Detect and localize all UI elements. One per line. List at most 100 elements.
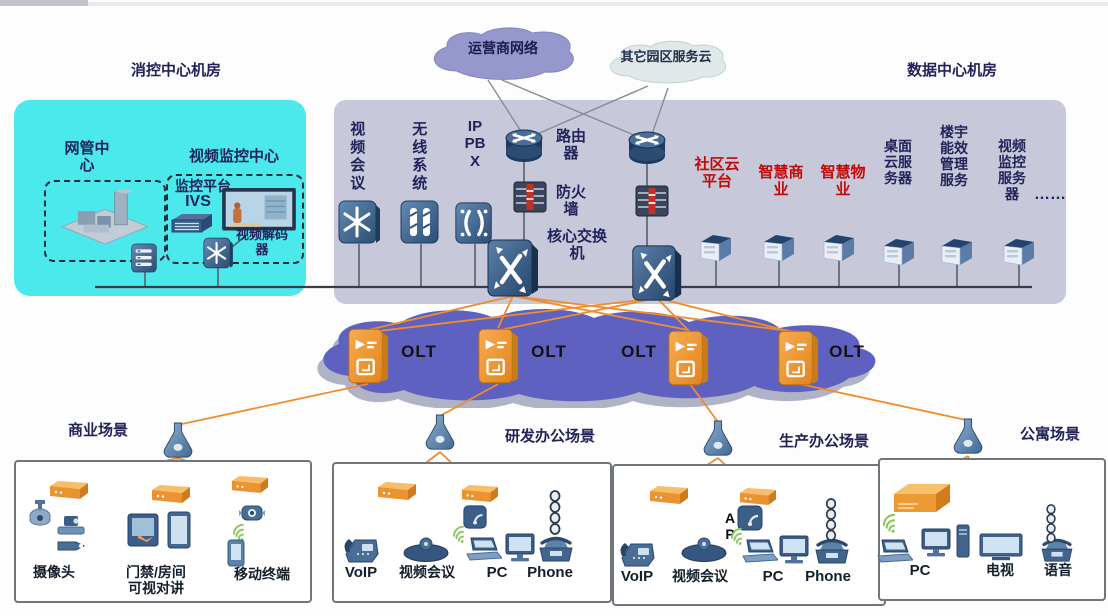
bullet-camera-icon: [56, 538, 86, 554]
scene-title-business: 商业场景: [67, 422, 128, 439]
other-cloud-label: 其它园区服务云: [620, 49, 712, 64]
nmc-label: 网管中心: [64, 140, 110, 175]
olt-label-4: OLT: [829, 342, 865, 361]
server-tower-icon: [939, 234, 975, 268]
server-label-building-energy: 楼宇能效管理服务: [940, 124, 968, 189]
desk-phone-icon: [812, 538, 852, 566]
olt-icon-3: [667, 328, 709, 388]
firewall-label: 防火墙: [555, 184, 586, 219]
ivs-label: IVS: [185, 193, 211, 210]
olt-label-2: OLT: [531, 342, 567, 361]
intercom-tablet-icon: [166, 510, 192, 550]
router-icon-1: [502, 126, 546, 166]
core-switch-icon-1: [486, 236, 540, 300]
conference-phone-icon: [402, 534, 450, 562]
core-switch-icon-2: [630, 242, 684, 304]
home-gateway-icon: [888, 482, 956, 516]
door-intercom-label: 门禁/房间可视对讲: [126, 564, 186, 597]
laptop-icon: [462, 536, 502, 562]
apartment-scene-box: [878, 458, 1106, 601]
server-label-desktop-cloud: 桌面云服务器: [884, 138, 912, 187]
monitoring-room-title: 消控中心机房: [130, 62, 221, 79]
phone-label: Phone: [527, 564, 573, 581]
odn-splitter-icon: [700, 418, 736, 460]
vsc-platform-label: 监控平台: [175, 178, 231, 194]
desktop-pc-icon: [502, 532, 538, 564]
desktop-pc-icon: [776, 534, 812, 566]
server-tower-icon: [761, 230, 797, 264]
tv-label: 电视: [986, 562, 1014, 578]
phone-label: Phone: [805, 568, 851, 585]
voip-label: VoIP: [344, 564, 378, 581]
nmc-building-icon: [58, 186, 152, 248]
ont-icon: [646, 485, 690, 505]
datacenter-room-title: 数据中心机房: [906, 62, 997, 79]
pc-label: PC: [486, 564, 508, 581]
app-label-smart-property: 智慧物业: [820, 164, 866, 199]
ap-label: AP: [724, 510, 736, 543]
router-label: 路由器: [555, 128, 586, 163]
pc-label: PC: [909, 562, 931, 579]
tv-icon: [978, 532, 1024, 562]
video-conf-label: 视频会议: [399, 564, 455, 580]
firewall-icon-1: [512, 178, 548, 216]
mobile-phone-icon: [224, 538, 248, 568]
router-icon-2: [625, 128, 669, 168]
video-conf-label: 视频会议: [348, 121, 366, 193]
phone-coil-icon: [1044, 504, 1058, 544]
olt-cloud: [317, 309, 876, 408]
app-label-smart-business: 智慧商业: [758, 164, 804, 199]
wifi-waves-icon: [882, 514, 906, 534]
voip-label: VoIP: [620, 568, 654, 585]
server-tower-icon: [1001, 234, 1037, 268]
desktop-pc-icon: [918, 526, 954, 560]
conference-phone-icon: [680, 534, 728, 562]
voice-label: 语音: [1044, 562, 1072, 578]
ont-icon: [148, 484, 192, 504]
other-campus-cloud: [610, 40, 727, 84]
ip-camera-icon: [238, 502, 266, 524]
server-tower-icon: [881, 234, 917, 268]
server-tower-icon: [698, 230, 734, 264]
phone-coil-icon: [824, 498, 838, 542]
scene-title-rnd: 研发办公场景: [504, 428, 595, 445]
firewall-icon-2: [634, 182, 670, 220]
olt-label-1: OLT: [401, 342, 437, 361]
decoder-label: 视频解码器: [235, 227, 288, 257]
datacenter-room: [334, 100, 1066, 304]
video-conf-switch-icon: [337, 198, 381, 246]
nmc-dashed-box: [44, 180, 166, 262]
scene-title-apartment: 公寓场景: [1019, 426, 1080, 443]
monitoring-switch-icon: [128, 242, 162, 274]
odn-splitter-icon: [950, 416, 986, 458]
ont-icon: [228, 475, 270, 494]
ippbx-label: IP PBX: [464, 118, 486, 170]
ont-icon: [458, 484, 500, 503]
desk-phone-icon: [536, 536, 576, 564]
laptop-icon: [872, 538, 914, 564]
carrier-cloud-label: 运营商网络: [468, 40, 538, 56]
door-access-panel-icon: [126, 512, 160, 548]
server-label-video-surveillance: 视频监控服务器: [998, 138, 1026, 203]
app-label-community-cloud: 社区云平台: [694, 156, 740, 191]
ont-icon: [46, 480, 90, 500]
vsc-label: 视频监控中心: [188, 148, 279, 165]
mobile-terminal-label: 移动终端: [234, 566, 290, 582]
scene-title-production: 生产办公场景: [778, 433, 869, 450]
top-edge-strip-dark: [0, 0, 88, 6]
more-servers-ellipsis: ……: [1034, 186, 1066, 203]
pc-tower-icon: [956, 524, 970, 558]
olt-label-3: OLT: [621, 342, 657, 361]
pc-label: PC: [762, 568, 784, 585]
voip-phone-icon: [616, 536, 658, 568]
voip-phone-icon: [340, 532, 382, 564]
platform-camera-icon: [56, 514, 86, 536]
wireless-switch-icon: [399, 198, 443, 246]
olt-icon-1: [347, 326, 389, 386]
video-conf-label: 视频会议: [672, 568, 728, 584]
wireless-label: 无线系统: [410, 121, 428, 193]
odn-splitter-icon: [422, 412, 458, 454]
monitoring-core-switch-icon: [200, 236, 236, 270]
carrier-network-cloud: [433, 27, 574, 80]
